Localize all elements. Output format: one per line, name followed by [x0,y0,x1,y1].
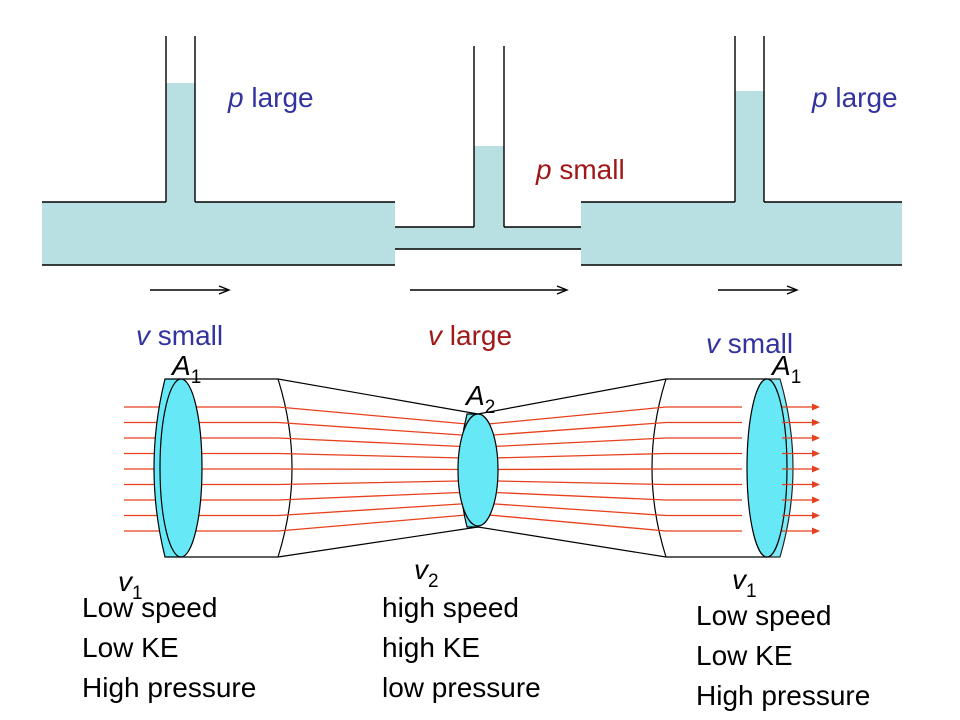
streamline [124,491,742,501]
description-line: high KE [382,632,481,663]
area-subscript: 1 [190,367,202,388]
velocity-subscript: 1 [132,583,143,604]
pressure-value: small [559,154,625,185]
velocity-symbol: v [118,566,132,597]
description-line: Low speed [696,600,832,631]
velocity-label-v1-left: v1 [118,566,143,604]
pressure-symbol: p [536,154,552,185]
velocity-label-v2: v2 [414,554,439,592]
flow-arrow-right [718,285,799,295]
velocity-symbol: v [732,564,746,595]
area-label-a1-left: A1 [172,350,201,388]
streamline [124,502,742,517]
streamline [124,452,742,460]
description-line: Low speed [82,592,218,623]
streamline-arrowhead [812,465,820,473]
description-line: high speed [382,592,520,623]
pressure-label-left: p large [228,84,314,112]
description-mid: high speed high KE low pressure [382,588,541,708]
cross-section-a1-right [746,378,794,558]
flow-tube-outline [181,378,767,558]
area-subscript: 1 [790,367,802,388]
streamline-arrowhead [812,434,820,442]
streamline-arrowhead [812,419,820,426]
description-line: High pressure [696,680,871,711]
area-label-a2: A2 [466,380,495,418]
tube-fluid-mid [474,146,504,228]
pressure-value: large [251,82,314,113]
area-symbol: A [172,350,191,381]
velocity-label-right: v small [706,330,793,358]
area-symbol: A [466,380,485,411]
velocity-label-left: v small [136,322,223,350]
pressure-symbol: p [812,82,828,113]
streamline-arrowhead [812,496,820,504]
description-right: Low speed Low KE High pressure [696,596,870,716]
velocity-symbol: v [706,328,720,359]
velocity-subscript: 2 [428,571,439,592]
narrow-pipe [395,227,581,249]
streamline [124,513,742,532]
velocity-value: small [727,328,794,359]
description-left: Low speed Low KE High pressure [82,588,256,708]
flow-arrow-mid [410,285,569,295]
pressure-label-right: p large [812,84,898,112]
area-symbol: A [772,350,791,381]
area-subscript: 2 [484,397,496,418]
area-label-a1-right: A1 [772,350,801,388]
velocity-subscript: 1 [746,581,757,602]
tube-fluid-right [735,91,764,203]
streamline-arrowhead [812,512,820,519]
description-line: Low KE [696,640,793,671]
description-line: low pressure [382,672,541,703]
streamline-arrowhead [812,481,820,488]
velocity-symbol: v [414,554,428,585]
streamline [124,437,742,448]
pressure-value: large [835,82,898,113]
tube-fluid-left [166,83,195,203]
velocity-value: small [157,320,224,351]
streamline-arrowhead [812,450,820,457]
velocity-value: large [449,320,513,351]
pressure-symbol: p [228,82,244,113]
pipe-system [42,36,902,266]
cross-section-a1-left [153,378,203,558]
streamline-arrowhead [812,527,820,535]
pressure-label-mid: p small [536,156,625,184]
streamline-arrowhead [812,403,820,411]
wide-pipe-left [42,202,395,265]
streamline [124,421,742,437]
velocity-label-v1-right: v1 [732,564,757,602]
flow-arrows [150,285,799,295]
description-line: Low KE [82,632,179,663]
streamlines [124,406,742,532]
cross-section-a2 [457,413,499,528]
velocity-label-mid: v large [428,322,512,350]
streamline [124,479,742,486]
streamline [124,468,742,471]
description-line: High pressure [82,672,257,703]
velocity-symbol: v [136,320,150,351]
flow-arrow-left [150,285,231,295]
velocity-symbol: v [428,320,442,351]
streamlines-exit [782,403,820,535]
wide-pipe-right [581,202,902,265]
